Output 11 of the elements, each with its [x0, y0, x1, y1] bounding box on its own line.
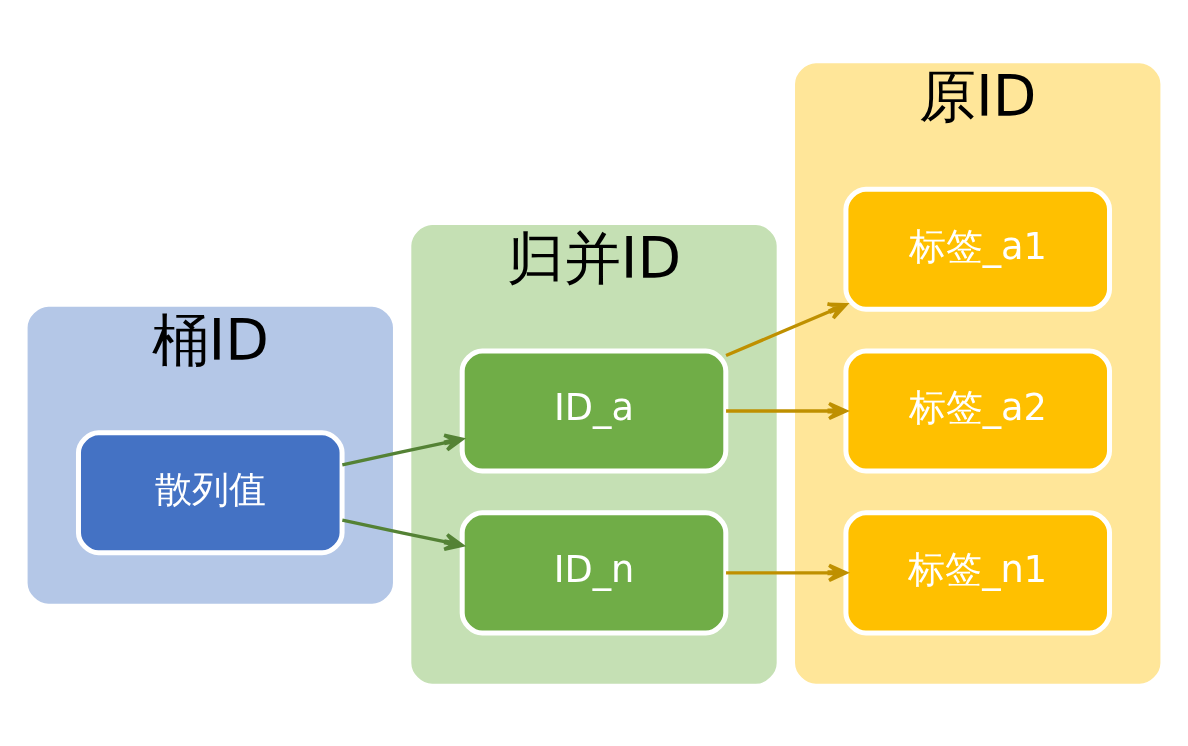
arrow	[725, 302, 848, 357]
arrow	[342, 518, 464, 551]
node-box: 标签_n1	[843, 509, 1113, 635]
arrow	[341, 433, 464, 466]
node-box: 散列值	[75, 429, 345, 555]
node-box: ID_a	[459, 347, 729, 474]
node-box: ID_n	[459, 509, 729, 635]
node-box: 标签_a2	[843, 347, 1113, 474]
node-box: 标签_a1	[843, 186, 1113, 312]
arrow	[726, 401, 848, 420]
arrow	[726, 563, 848, 582]
